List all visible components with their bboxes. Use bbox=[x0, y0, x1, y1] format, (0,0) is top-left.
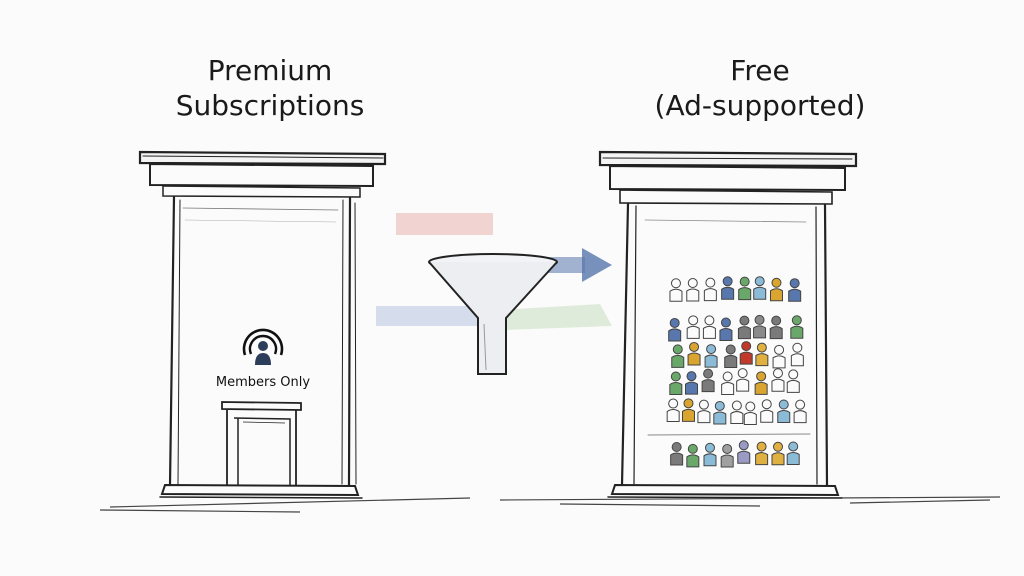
crowd-of-users bbox=[666, 276, 807, 468]
person-icon bbox=[686, 443, 700, 468]
arrow-right-icon bbox=[582, 248, 612, 282]
person-icon bbox=[686, 278, 700, 302]
person-icon bbox=[669, 371, 683, 395]
person-icon bbox=[790, 315, 804, 339]
person-icon bbox=[737, 440, 751, 464]
stream-band bbox=[500, 304, 612, 330]
stream-band bbox=[396, 213, 493, 235]
funnel-icon bbox=[428, 253, 558, 375]
person-icon bbox=[686, 315, 700, 339]
stream-band bbox=[376, 306, 486, 326]
person-icon bbox=[743, 401, 757, 426]
free-ad-supported-title: Free (Ad-supported) bbox=[654, 54, 866, 122]
person-icon bbox=[771, 368, 785, 392]
person-icon bbox=[755, 342, 769, 367]
person-icon bbox=[703, 277, 717, 302]
person-icon bbox=[687, 341, 701, 366]
person-icon bbox=[786, 441, 800, 465]
person-icon bbox=[697, 399, 711, 424]
members-only-label: Members Only bbox=[215, 375, 311, 390]
person-icon bbox=[721, 276, 735, 300]
person-icon bbox=[670, 441, 684, 466]
person-icon bbox=[721, 371, 735, 395]
premium-pillar bbox=[138, 150, 387, 499]
person-icon bbox=[702, 315, 716, 339]
person-icon bbox=[793, 399, 807, 424]
person-icon bbox=[668, 317, 682, 342]
free-pillar bbox=[598, 150, 858, 499]
person-icon bbox=[719, 317, 733, 342]
person-icon bbox=[681, 398, 695, 422]
person-icon bbox=[669, 278, 683, 302]
person-icon bbox=[760, 399, 774, 423]
person-icon bbox=[685, 371, 698, 395]
person-icon bbox=[753, 276, 767, 300]
person-icon bbox=[786, 369, 800, 393]
person-icon bbox=[671, 344, 685, 368]
ground-lines bbox=[99, 496, 1001, 513]
person-icon bbox=[772, 344, 786, 369]
person-icon bbox=[713, 400, 727, 425]
person-icon bbox=[754, 371, 768, 395]
person-icon bbox=[703, 442, 717, 467]
person-icon bbox=[777, 399, 791, 424]
person-icon bbox=[790, 342, 804, 367]
person-icon bbox=[720, 443, 734, 468]
members-only-icon bbox=[242, 328, 284, 365]
person-icon bbox=[755, 441, 769, 466]
members-door bbox=[221, 401, 302, 486]
person-icon bbox=[788, 278, 802, 302]
person-icon bbox=[701, 368, 715, 393]
person-icon bbox=[769, 277, 783, 302]
person-icon bbox=[753, 314, 767, 339]
person-icon bbox=[737, 315, 751, 340]
person-icon bbox=[771, 441, 785, 466]
person-icon bbox=[704, 344, 718, 368]
flow-streams bbox=[376, 213, 612, 330]
person-icon bbox=[739, 341, 753, 365]
person-icon bbox=[724, 344, 738, 368]
person-icon bbox=[738, 276, 752, 301]
person-icon bbox=[736, 368, 750, 392]
person-icon bbox=[666, 398, 680, 423]
person-icon bbox=[730, 400, 744, 425]
premium-subscriptions-title: Premium Subscriptions bbox=[175, 54, 365, 122]
person-icon bbox=[769, 315, 783, 340]
